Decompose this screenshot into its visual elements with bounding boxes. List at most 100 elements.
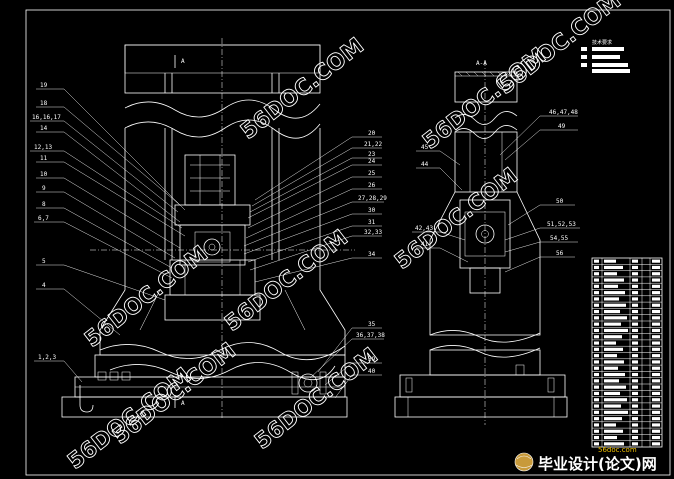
callout-56: 56: [556, 250, 564, 257]
parts-table-cell: [652, 442, 660, 446]
parts-table-cell: [594, 410, 599, 414]
callout-16-16-17: 16,16,17: [32, 114, 61, 121]
parts-table-cell: [652, 410, 660, 414]
parts-table-cell: [632, 297, 638, 301]
parts-table-cell: [604, 391, 620, 396]
callout-34: 34: [368, 251, 376, 258]
callout-21-22: 21,22: [364, 141, 382, 148]
callout-23: 23: [368, 151, 376, 158]
callout-32-33: 32,33: [364, 229, 382, 236]
callout-25: 25: [368, 170, 376, 177]
parts-table-cell: [632, 435, 638, 440]
callout-39: 39: [368, 356, 376, 363]
side-view: [394, 60, 568, 425]
front-view: [61, 38, 355, 420]
parts-table-cell: [604, 417, 622, 421]
parts-table-cell: [594, 398, 599, 402]
tech-requirements: 技术要求: [581, 39, 630, 73]
callout-51-52-53: 51,52,53: [547, 221, 576, 228]
parts-table-cell: [594, 347, 599, 351]
parts-table-cell: [652, 284, 660, 288]
parts-table-cell: [652, 372, 660, 377]
parts-table-cell: [604, 278, 624, 282]
parts-table-cell: [604, 366, 618, 370]
parts-table-cell: [632, 278, 638, 282]
parts-table-cell: [652, 278, 660, 282]
parts-table-cell: [594, 265, 599, 270]
parts-table-cell: [632, 291, 638, 295]
parts-table-cell: [604, 309, 620, 314]
parts-table-cell: [594, 435, 599, 440]
parts-table-cell: [652, 354, 660, 358]
parts-table-cell: [604, 303, 626, 307]
parts-table-cell: [604, 335, 622, 339]
parts-table-cell: [604, 360, 624, 364]
parts-table-cell: [604, 442, 624, 446]
parts-table-cell: [604, 385, 626, 389]
watermark-text: 56DOC.COM: [390, 163, 523, 274]
parts-table-cell: [594, 341, 599, 345]
parts-table-cell: [632, 391, 638, 396]
parts-table-cell: [604, 435, 617, 440]
front-leaders-right: [243, 136, 384, 399]
callout-12-13: 12,13: [34, 144, 52, 151]
parts-table-cell: [632, 360, 638, 364]
parts-table-cell: [632, 265, 638, 270]
parts-table-cell: [594, 354, 599, 358]
parts-table-cell: [594, 309, 599, 314]
callout-35: 35: [368, 321, 376, 328]
callout-41: 41: [421, 241, 429, 248]
section-label-aa: A-A: [476, 60, 487, 67]
callout-40: 40: [368, 368, 376, 375]
watermark-text: 56DOC.COM: [80, 241, 213, 352]
site-logo: 56doc.com 毕业设计(论文)网: [514, 446, 657, 473]
parts-table-cell: [594, 259, 599, 263]
watermark-layer: 56DOC.COM 56DOC.COM 56DOC.COM 56DOC.COM …: [63, 0, 627, 475]
parts-table-cell: [632, 354, 638, 358]
callout-50: 50: [556, 198, 564, 205]
parts-table-cell: [632, 372, 638, 377]
parts-table-cell: [632, 284, 638, 288]
parts-table-cell: [652, 335, 660, 339]
callout-18: 18: [40, 100, 48, 107]
parts-table-cell: [652, 341, 660, 345]
callout-8: 8: [42, 201, 46, 208]
watermark-text: 56DOC.COM: [236, 33, 369, 144]
parts-table-cell: [652, 303, 660, 307]
parts-table-cell: [652, 322, 660, 326]
parts-table-cell: [652, 435, 660, 440]
parts-table-cell: [604, 265, 623, 270]
parts-table-cell: [632, 410, 638, 414]
parts-table-cell: [594, 379, 599, 383]
parts-list-table: [591, 257, 663, 448]
parts-table-cell: [652, 259, 660, 263]
parts-table-cell: [604, 316, 627, 320]
parts-table-cell: [632, 322, 638, 326]
parts-table-cell: [632, 316, 638, 320]
parts-table-cell: [604, 379, 619, 383]
callout-42-43: 42,43: [415, 225, 433, 232]
callout-54-55: 54,55: [550, 235, 568, 242]
parts-table-cell: [594, 360, 599, 364]
parts-table-cell: [652, 423, 660, 427]
callout-20: 20: [368, 130, 376, 137]
parts-table-cell: [604, 372, 625, 377]
parts-table-cell: [594, 328, 599, 333]
side-callouts-left: 45 44 42,43 41: [415, 144, 433, 248]
callout-30: 30: [368, 207, 376, 214]
callout-26: 26: [368, 182, 376, 189]
side-callouts-right: 46,47,48 49 50 51,52,53 54,55 56: [547, 109, 578, 257]
parts-table-cell: [632, 303, 638, 307]
callout-1-2-3: 1,2,3: [38, 354, 56, 361]
parts-table-cell: [594, 297, 599, 301]
callout-9: 9: [42, 185, 46, 192]
parts-table-cell: [604, 423, 616, 427]
parts-table-cell: [594, 391, 599, 396]
parts-table-cell: [604, 272, 617, 276]
parts-table-cell: [632, 385, 638, 389]
parts-table-cell: [604, 259, 616, 263]
parts-table-cell: [652, 297, 660, 301]
parts-table-cell: [604, 341, 616, 345]
parts-table-cell: [594, 423, 599, 427]
